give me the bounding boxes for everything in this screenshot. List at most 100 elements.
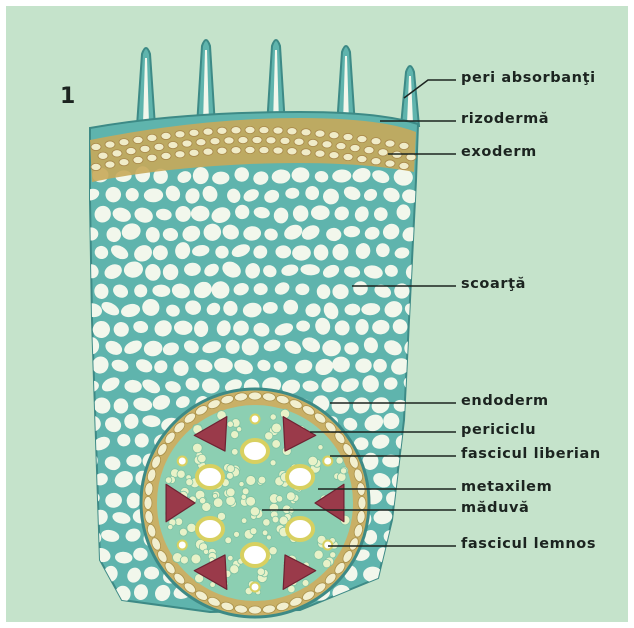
exoderm-cell	[133, 156, 143, 163]
exoderm-cell	[336, 142, 346, 149]
endoderm-cell	[358, 497, 366, 510]
cortex-cell	[403, 489, 423, 510]
parenchyma-cell	[269, 547, 277, 555]
exoderm-cell	[357, 155, 367, 162]
metaxylem-vessel	[197, 466, 223, 488]
parenchyma-cell	[213, 493, 218, 498]
label-rizoderma: rizodermă	[461, 111, 549, 127]
parenchyma-cell	[230, 565, 239, 574]
exoderm-cell	[224, 137, 234, 144]
metaxylem-vessel	[287, 466, 313, 488]
label-periciclu: periciclu	[461, 422, 536, 438]
parenchyma-cell	[179, 528, 187, 536]
parenchyma-cell	[272, 516, 279, 523]
parenchyma-cell	[234, 531, 240, 537]
parenchyma-cell	[226, 472, 233, 479]
exoderm-cell	[371, 138, 381, 145]
exoderm-cell	[119, 139, 129, 146]
protoxylem-vessel	[251, 415, 260, 424]
protoxylem-vessel	[323, 541, 332, 550]
exoderm-cell	[161, 132, 171, 139]
cortex-cell	[393, 549, 409, 561]
parenchyma-cell	[213, 498, 223, 508]
parenchyma-cell	[276, 496, 283, 503]
parenchyma-cell	[168, 524, 173, 529]
exoderm-cell	[231, 147, 241, 154]
protoxylem-vessel	[251, 583, 260, 592]
parenchyma-cell	[193, 443, 203, 453]
cortex-cell	[407, 528, 421, 544]
endoderm-cell	[144, 497, 152, 510]
exoderm-cell	[175, 131, 185, 138]
metaxylem-vessel	[197, 518, 223, 540]
central-cylinder	[141, 389, 369, 617]
exoderm-cell	[322, 141, 332, 148]
exoderm-cell	[357, 135, 367, 142]
cortex-cell	[404, 414, 425, 433]
parenchyma-cell	[231, 448, 238, 455]
parenchyma-cell	[187, 523, 196, 532]
exoderm-cell	[119, 159, 129, 166]
exoderm-cell	[203, 148, 213, 155]
exoderm-cell	[329, 132, 339, 139]
label-metaxilem: metaxilem	[461, 479, 552, 495]
exoderm-cell	[301, 129, 311, 136]
exoderm-cell	[189, 149, 199, 156]
label-maduva: măduvă	[461, 500, 529, 516]
exoderm-cell	[231, 127, 241, 134]
parenchyma-cell	[257, 568, 265, 576]
exoderm-cell	[350, 144, 360, 151]
exoderm-cell	[168, 141, 178, 148]
exoderm-cell	[105, 141, 115, 148]
parenchyma-cell	[165, 477, 172, 484]
cortex-cell	[393, 587, 412, 604]
exoderm-cell	[266, 137, 276, 144]
exoderm-cell	[196, 139, 206, 146]
parenchyma-cell	[270, 460, 276, 466]
cortex-cell	[115, 586, 131, 602]
exoderm-cell	[294, 138, 304, 145]
exoderm-cell	[329, 152, 339, 159]
exoderm-cell	[189, 129, 199, 136]
parenchyma-cell	[225, 537, 232, 544]
parenchyma-cell	[226, 488, 235, 497]
cortex-cell	[403, 565, 421, 581]
exoderm-cell	[175, 151, 185, 158]
parenchyma-cell	[191, 554, 201, 564]
parenchyma-cell	[330, 552, 336, 558]
parenchyma-cell	[186, 479, 193, 486]
metaxylem-vessel	[242, 440, 268, 462]
label-fascicul-lemnos: fascicul lemnos	[461, 536, 596, 552]
label-fascicul-liberian: fascicul liberian	[461, 446, 601, 462]
label-endoderm: endoderm	[461, 393, 549, 409]
exoderm-cell	[203, 128, 213, 135]
parenchyma-cell	[270, 414, 276, 420]
exoderm-cell	[301, 149, 311, 156]
cortex-cell	[83, 227, 98, 240]
protoxylem-vessel	[178, 541, 187, 550]
exoderm-cell	[378, 149, 388, 156]
endoderm-cell	[249, 606, 262, 614]
exoderm-cell	[259, 127, 269, 134]
exoderm-cell	[91, 163, 101, 170]
parenchyma-cell	[314, 550, 323, 559]
parenchyma-cell	[227, 421, 233, 427]
exoderm-cell	[182, 140, 192, 147]
parenchyma-cell	[203, 549, 208, 554]
exoderm-cell	[112, 150, 122, 157]
exoderm-cell	[217, 127, 227, 134]
cortex-cell	[78, 563, 101, 584]
metaxylem-vessel	[287, 518, 313, 540]
metaxylem-vessel	[242, 544, 268, 566]
exoderm-cell	[210, 138, 220, 145]
exoderm-cell	[280, 137, 290, 144]
exoderm-cell	[371, 158, 381, 165]
exoderm-cell	[161, 152, 171, 159]
exoderm-cell	[238, 136, 248, 143]
exoderm-cell	[133, 136, 143, 143]
exoderm-cell	[364, 147, 374, 154]
label-peri-absorbanti: peri absorbanţi	[461, 70, 596, 86]
exoderm-cell	[140, 145, 150, 152]
exoderm-cell	[147, 154, 157, 161]
